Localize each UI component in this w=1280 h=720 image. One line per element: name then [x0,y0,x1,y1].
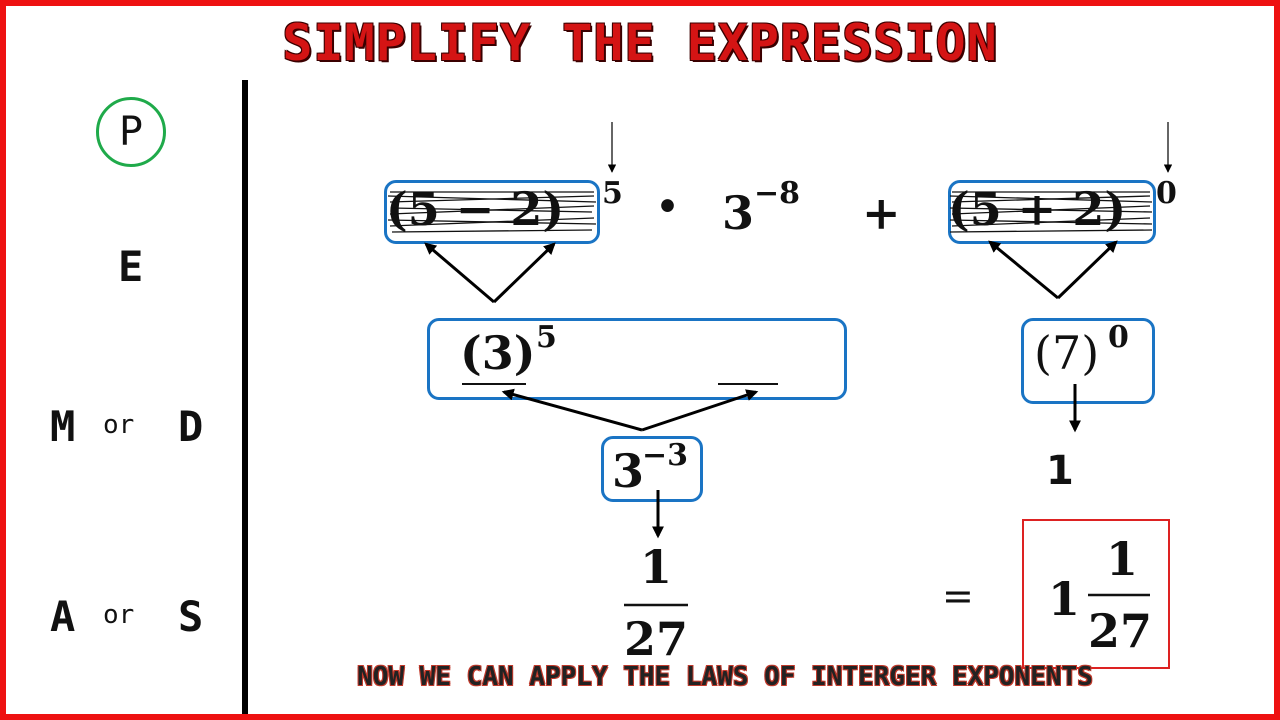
pemdas-as-or: or [103,600,135,630]
pemdas-p-circled: P [96,97,166,167]
answer-numerator: 1 [1106,532,1139,586]
term2-base: 3 [722,186,755,240]
term3-base: (5 + 2) [948,182,1127,236]
slide-title: SIMPLIFY THE EXPRESSION [282,14,998,72]
plus-sign: + [862,186,901,240]
pemdas-a: A [50,592,76,641]
step1-right-base: (7) [1034,326,1100,380]
term2-exponent: −8 [754,176,801,211]
step1-left-exponent: 5 [536,320,557,355]
step1-right-exponent: 0 [1108,320,1129,355]
step2-left-base: 3 [612,444,645,498]
step1-left-base: (3) [460,326,536,380]
multiply-dot: • [656,186,680,228]
bottom-note: NOW WE CAN APPLY THE LAWS OF INTERGER EX… [357,662,1093,692]
term1-exponent: 5 [602,176,623,211]
term3-exponent: 0 [1156,176,1177,211]
answer-box [1022,519,1170,669]
pemdas-d: D [178,402,204,451]
pemdas-s: S [178,592,204,641]
pemdas-md-or: or [103,410,135,440]
equals-sign: = [942,574,974,618]
step1-right-box [1021,318,1155,404]
step3-denominator: 27 [624,612,689,666]
left-v-arrows [424,242,556,304]
pemdas-e: E [118,242,144,291]
step2-right-value: 1 [1046,448,1074,494]
step2-left-box [601,436,703,502]
step2-left-exponent: −3 [642,438,689,473]
term1-base: (5 − 2) [386,182,565,236]
answer-whole: 1 [1048,572,1081,626]
answer-denominator: 27 [1088,604,1153,658]
right-v-arrows [988,240,1118,300]
vertical-divider [242,80,248,714]
step3-numerator: 1 [640,540,673,594]
pemdas-m: M [50,402,76,451]
term1-highlight-box [384,180,600,244]
